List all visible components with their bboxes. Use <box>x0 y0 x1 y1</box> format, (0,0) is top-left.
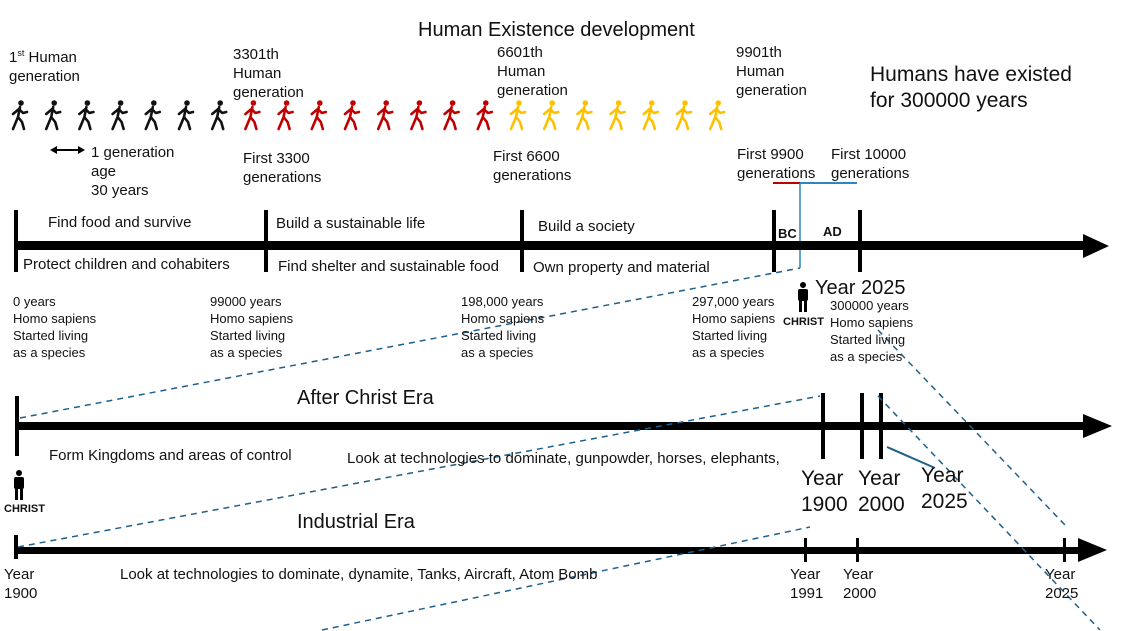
christ-figure-icon-2 <box>14 470 24 500</box>
industrial-era-title: Industrial Era <box>297 511 415 533</box>
generation-6601-label: 6601th Human generation <box>497 44 568 99</box>
walking-person-icon <box>44 100 62 131</box>
christ-label-2: CHRIST <box>4 503 45 515</box>
walking-person-icon <box>177 100 195 131</box>
summary-text: Humans have existed for 300000 years <box>870 63 1072 113</box>
milestone-3: 297,000 years Homo sapiens Started livin… <box>692 294 776 360</box>
walking-person-icon <box>11 100 29 131</box>
generation-figures-row <box>11 100 726 131</box>
christ-label: CHRIST <box>783 316 824 328</box>
bc-label: BC <box>778 226 797 241</box>
first-generation-label: 1st Human generation <box>9 48 80 85</box>
walking-person-icon <box>708 100 726 131</box>
walking-person-icon <box>310 100 328 131</box>
year-2025-connector <box>886 446 936 469</box>
milestone-1: 99000 years Homo sapiens Started living … <box>210 294 294 360</box>
segment-1-top: Find food and survive <box>48 214 192 231</box>
t2-year-2000: Year 2000 <box>858 467 905 517</box>
walking-person-icon <box>609 100 626 131</box>
first-10000-label: First 10000 generations <box>831 146 910 182</box>
walking-person-icon <box>277 100 294 131</box>
t3-year-2000: Year 2000 <box>843 566 877 602</box>
walking-person-icon <box>144 100 162 131</box>
walking-person-icon <box>244 100 261 131</box>
segment-3-bottom: Own property and material <box>533 259 710 276</box>
timeline-1 <box>14 210 1109 272</box>
walking-person-icon <box>509 100 527 131</box>
after-christ-era-title: After Christ Era <box>297 387 434 409</box>
walking-person-icon <box>111 100 128 131</box>
walking-person-icon <box>542 100 560 131</box>
walking-person-icon <box>443 100 460 131</box>
after-christ-text-2: Look at technologies to dominate, gunpow… <box>347 450 780 467</box>
segment-3-top: Build a society <box>538 218 635 235</box>
milestone-4: 300000 years Homo sapiens Started living… <box>830 298 914 364</box>
walking-person-icon <box>210 100 228 131</box>
first-3300-label: First 3300 generations <box>243 150 322 186</box>
milestone-0: 0 years Homo sapiens Started living as a… <box>13 294 97 360</box>
christ-figure-icon <box>798 282 808 312</box>
generation-9901-label: 9901th Human generation <box>736 44 807 99</box>
generation-age-label: 1 generation age 30 years <box>91 144 175 199</box>
milestone-2: 198,000 years Homo sapiens Started livin… <box>461 294 545 360</box>
after-christ-text-1: Form Kingdoms and areas of control <box>49 447 292 464</box>
walking-person-icon <box>476 100 494 131</box>
walking-person-icon <box>376 100 394 131</box>
generation-3301-label: 3301th Human generation <box>233 46 304 101</box>
industrial-era-text: Look at technologies to dominate, dynami… <box>120 566 598 583</box>
diagram-title: Human Existence development <box>418 19 695 41</box>
first-6600-label: First 6600 generations <box>493 148 572 184</box>
segment-2-top: Build a sustainable life <box>276 215 426 232</box>
walking-person-icon <box>576 100 593 131</box>
segment-1-bottom: Protect children and cohabiters <box>23 256 230 273</box>
segment-2-bottom: Find shelter and sustainable food <box>278 258 499 275</box>
walking-person-icon <box>410 100 427 131</box>
first-9900-label: First 9900 generations <box>737 146 816 182</box>
generation-age-double-arrow <box>50 146 85 154</box>
walking-person-icon <box>642 100 660 131</box>
walking-person-icon <box>78 100 95 131</box>
timeline-2 <box>15 393 1112 459</box>
timeline-3 <box>14 535 1107 562</box>
walking-person-icon <box>343 100 361 131</box>
zoom-dashed-lines <box>17 267 1101 631</box>
t3-year-2025: Year 2025 <box>1045 566 1079 602</box>
t2-year-1900: Year 1900 <box>801 467 848 517</box>
walking-person-icon <box>675 100 693 131</box>
ad-label: AD <box>823 224 842 239</box>
t2-year-2025: Year 2025 <box>921 464 968 514</box>
t3-year-1991: Year 1991 <box>790 566 824 602</box>
t3-year-1900: Year 1900 <box>4 566 38 602</box>
year-2025-label: Year 2025 <box>815 277 906 299</box>
